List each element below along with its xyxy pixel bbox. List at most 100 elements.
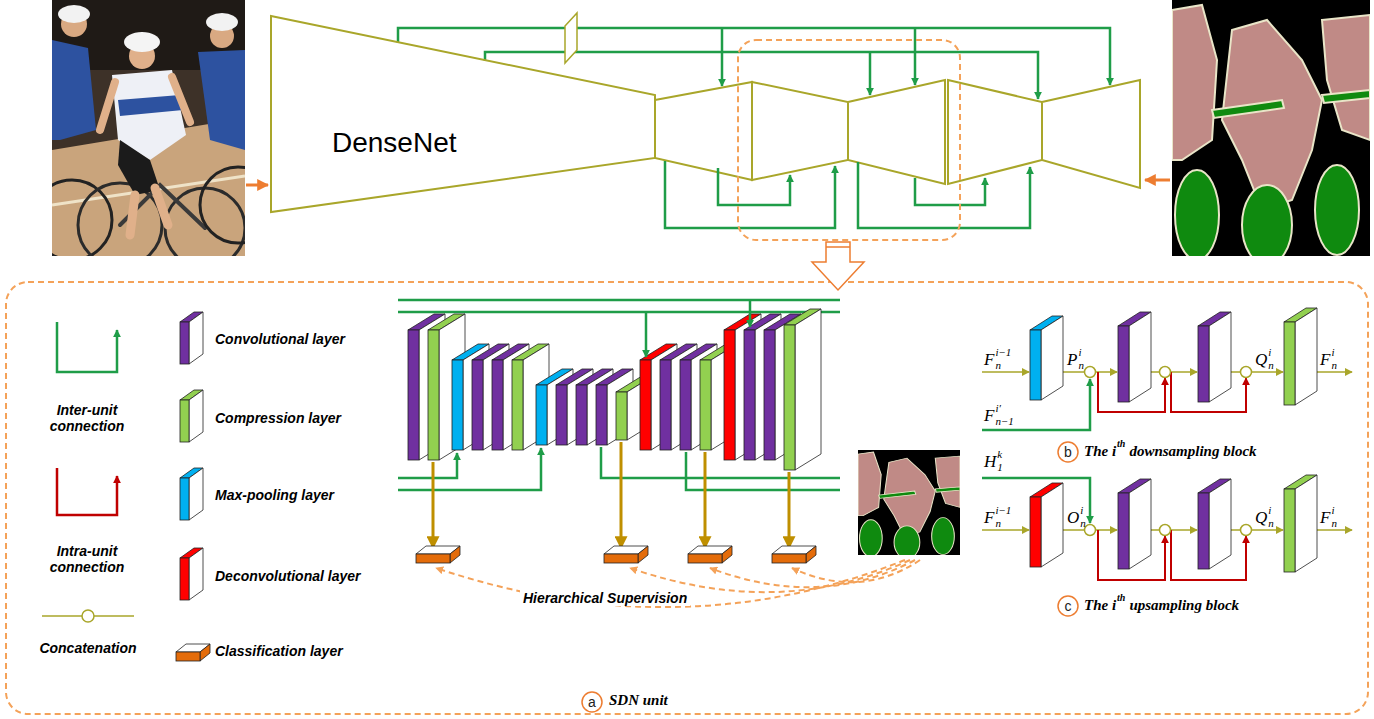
layer-block [180,478,189,520]
layer-block [724,330,735,460]
layer-block [472,360,483,450]
layer-block-side [189,548,203,600]
detail-panel [6,282,1368,714]
concatenation-symbol [1085,525,1096,536]
layer-block-side [1295,475,1317,572]
bicycle-region [1175,170,1219,256]
rider-leg [155,188,168,225]
panel-letter-circle [582,692,602,712]
math-symbol: H [984,452,996,472]
inter-unit-connection [915,178,985,205]
layer-block [660,360,671,450]
input-arrow [246,184,268,187]
rider-jersey [198,50,245,150]
inter-unit-connection [645,312,648,357]
caption-text: downsampling block [1129,443,1256,460]
bike-wheel [200,167,245,243]
feature-arrow [1151,529,1197,531]
legend-swatch [180,390,203,442]
layer-block-side [439,314,465,460]
sdn-unit-shape [948,80,1042,184]
math-symbol: i [1268,504,1271,516]
classification-arrow [788,472,791,548]
person-region [1322,15,1370,140]
layer-block [428,330,439,460]
layer-block-side [1209,312,1231,402]
math-symbol: n [995,359,1001,371]
layer-block-side [189,468,203,520]
rider-jersey [52,40,96,140]
inter-unit-connection [398,311,840,314]
inter-unit-connection [914,28,917,85]
math-symbol: i−1 [995,504,1011,516]
legend-text: Compression layer [215,410,341,426]
layer-block-side [1129,479,1151,569]
layer-block [1284,489,1295,572]
caption-text: Hierarchical Supervision [520,590,690,606]
inter-unit-connection [869,52,872,95]
legend-text: Inter-unit connection [37,402,137,434]
math-symbol: n [1331,517,1337,529]
rider-helmet [124,32,160,52]
layer-block [180,558,189,600]
rider-arm [100,82,115,130]
math-symbol: F [1320,508,1330,528]
layer-block-side [795,309,821,470]
layer-block [596,385,607,445]
panel-letter: b [1064,444,1072,460]
inter-unit-connection [686,452,840,490]
panel-letter: a [588,694,596,710]
bicycle-region [860,520,883,555]
layer-block [180,322,189,364]
classification-arrow [704,452,707,548]
math-symbol: F [984,406,994,426]
feature-arrow [1231,371,1283,373]
layer-block-side [1041,483,1063,567]
legend-swatch [180,312,203,364]
concatenation-symbol [1160,367,1171,378]
legend-text: Max-pooling layer [215,487,334,503]
classification-arrow [432,462,435,548]
concatenation-symbol [82,610,94,622]
bicycle-region [932,518,955,555]
classification-side [806,546,816,563]
bicycle-region [1212,100,1284,118]
math-symbol: n [1268,517,1274,529]
zoom-arrow-line [826,246,850,248]
panel-letter-circle [1058,596,1078,616]
legend-line-sample [57,322,117,372]
supervision-arrow [1145,179,1170,182]
classification-block [604,554,638,563]
feature-arrow [1317,371,1352,373]
feature-arrow [1317,529,1352,531]
caption-text: The i [1084,597,1116,614]
segmentation-ground-truth [858,450,960,559]
network-block: DenseNet [270,15,656,213]
math-symbol: F [1320,350,1330,370]
layer-block-side [189,390,203,442]
bicycle-region [894,526,920,555]
supervision-arrow [792,560,920,582]
legend-line-sample [57,468,117,515]
rider-helmet [58,5,90,23]
caption-text: The i [1084,443,1116,460]
caption-text: th [1117,592,1125,603]
layer-block [640,360,651,450]
legend-text: Convolutional layer [215,331,345,347]
inter-unit-connection [398,299,840,302]
math-symbol: Q [1255,508,1267,528]
math-symbol: Q [1255,350,1267,370]
layer-block [1198,326,1209,402]
legend-text: Concatenation [39,640,136,656]
classification-side [450,546,460,563]
legend-text: Classification layer [215,643,343,659]
math-symbol: i [1078,346,1081,358]
math-symbol: n [1331,359,1337,371]
layer-block [536,385,547,445]
math-symbol: k [997,448,1002,460]
segmentation-map [1172,0,1370,256]
math-symbol: i [1268,346,1271,358]
sdn-unit-shape [848,80,945,184]
math-symbol: 1 [997,461,1003,473]
